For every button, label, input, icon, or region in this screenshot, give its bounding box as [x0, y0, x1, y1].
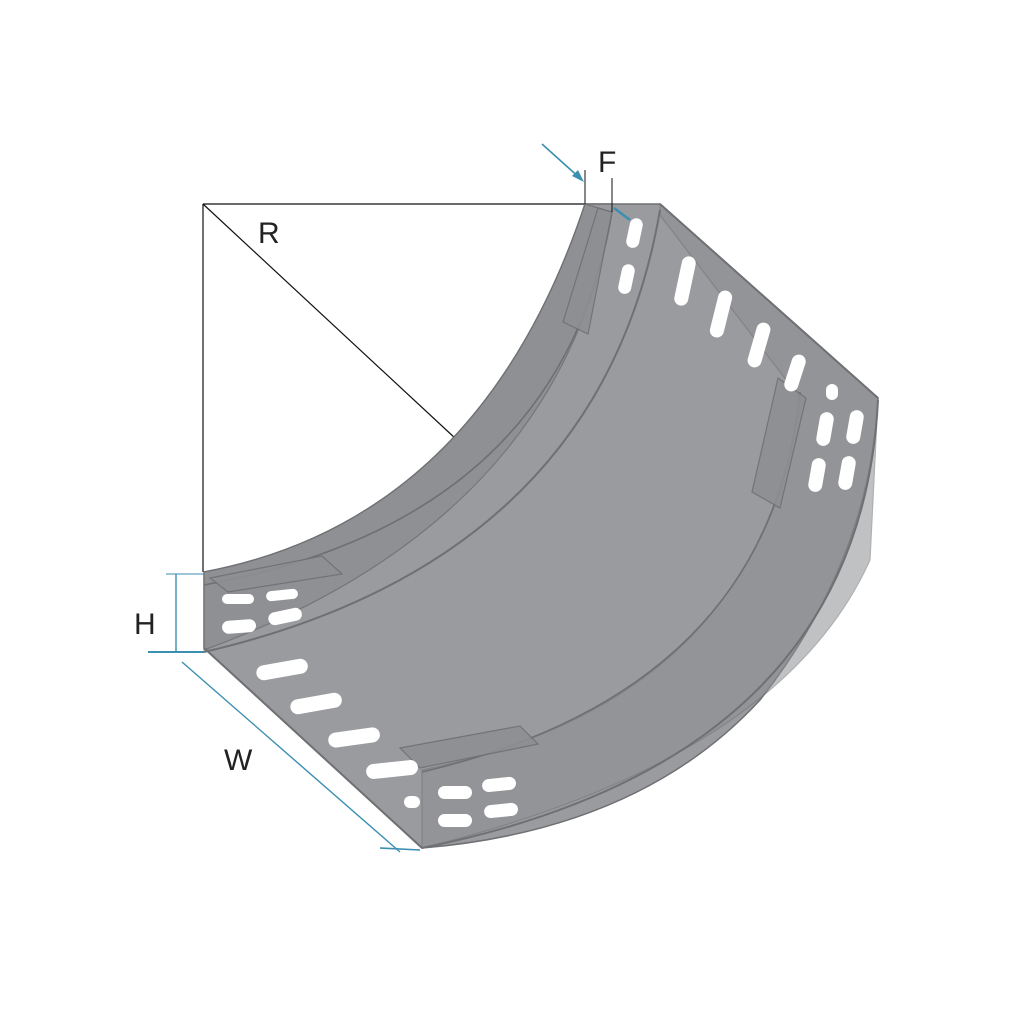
slot [404, 796, 420, 808]
slot [328, 727, 380, 748]
slots-bottom-end [438, 776, 518, 827]
slots-left-end [222, 588, 302, 634]
slot [290, 692, 342, 715]
connector-plate-right [751, 376, 807, 509]
slot [838, 456, 856, 490]
slots-top-end [618, 218, 643, 294]
cable-tray-bend [203, 202, 879, 849]
slots-right-end [808, 410, 864, 492]
slot [784, 354, 806, 392]
width-tick-bottom [379, 847, 421, 851]
slot [618, 264, 635, 294]
slot [366, 760, 418, 779]
end-edge-top [659, 203, 879, 399]
slot [222, 594, 254, 604]
width-dimension: W [181, 661, 421, 853]
height-label: H [134, 608, 156, 641]
inner-fold-line [203, 209, 661, 653]
slot [826, 384, 838, 400]
radius-label: R [258, 217, 280, 250]
connector-plate-left [208, 555, 344, 593]
slot [266, 588, 298, 602]
slot [268, 607, 302, 626]
slot [747, 322, 771, 368]
radius-construction [202, 203, 612, 572]
slot [438, 786, 472, 799]
slot [674, 256, 696, 306]
slot [484, 802, 518, 819]
flange-label: F [598, 146, 616, 179]
slot [816, 412, 834, 446]
slot [222, 619, 257, 634]
flange-arrowhead-left [572, 170, 584, 182]
inner-side-wall [203, 203, 613, 651]
slots-front-wall [256, 658, 420, 808]
slot [626, 218, 643, 248]
flange-arrow-right [613, 207, 631, 221]
outer-fold-line [421, 399, 879, 849]
slot [438, 814, 472, 827]
slots-outer-wall [674, 256, 838, 400]
slot [482, 776, 516, 793]
radius-diagonal-line [202, 203, 471, 453]
flange-dimension: F [541, 143, 631, 221]
width-line [181, 661, 401, 853]
slot [709, 290, 733, 338]
width-label: W [224, 744, 253, 777]
slot [256, 658, 308, 681]
slot [808, 458, 826, 492]
end-edge-left [203, 647, 423, 849]
height-dimension: H [134, 573, 204, 653]
slot [846, 410, 864, 444]
